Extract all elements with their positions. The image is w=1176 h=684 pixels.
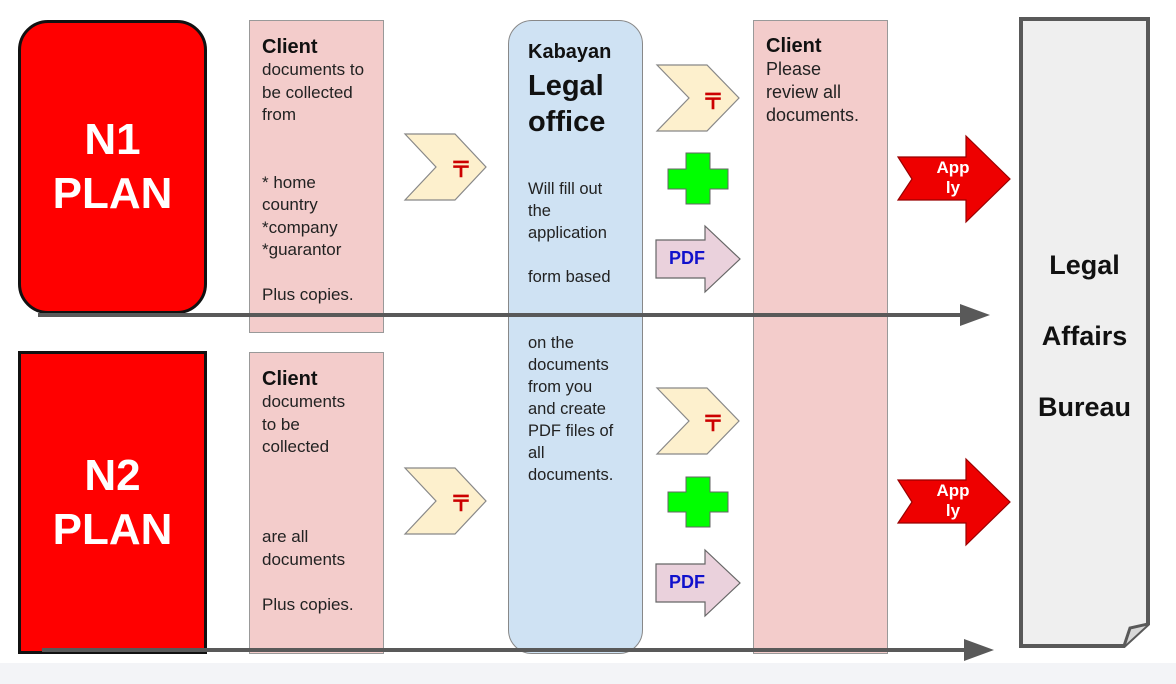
legal-affairs-bureau-label: Legal Affairs Bureau [1037, 250, 1132, 422]
apply-arrow-1 [896, 134, 1011, 224]
client-heading: Client [262, 368, 318, 390]
mail-icon: 〒 [449, 157, 472, 182]
legal-office-name-large: Legal office [528, 70, 606, 138]
legal-office-name-small: Kabayan [528, 41, 612, 63]
client-heading: Client [262, 36, 318, 58]
pdf-label: PDF [669, 248, 705, 268]
client-review-text: Please review all documents. [766, 59, 860, 125]
pdf-arrow-2 [655, 548, 741, 618]
n2-plan-box: N2 PLAN [18, 351, 207, 654]
mail-chevron-4 [655, 387, 740, 455]
client-review-box: Client Please review all documents. [753, 20, 888, 654]
mail-chevron-2 [403, 467, 487, 535]
pdf-arrow-1 [655, 224, 741, 294]
green-plus-1 [667, 152, 729, 205]
apply-arrow-2 [896, 457, 1011, 547]
mail-chevron-1 [403, 133, 487, 201]
n1-plan-box: N1 PLAN [18, 20, 207, 314]
legal-office-box: Kabayan Legal office Will fill out the a… [508, 20, 643, 654]
client-documents-text: documents to be collected are all docume… [262, 392, 354, 614]
client-documents-box-n2: Client documents to be collected are all… [249, 352, 384, 654]
client-documents-box-n1: Client documents to be collected from * … [249, 20, 384, 333]
mail-chevron-3 [655, 64, 740, 132]
pdf-label: PDF [669, 572, 705, 592]
mail-icon: 〒 [701, 89, 724, 114]
client-review-heading: Client [766, 35, 822, 57]
apply-label: App ly [936, 158, 970, 197]
apply-label: App ly [936, 481, 970, 520]
bureau-page-curl [1122, 622, 1149, 647]
client-documents-text: documents to be collected from * home co… [262, 60, 365, 304]
legal-office-description: Will fill out the application form based… [528, 180, 614, 484]
mail-icon: 〒 [449, 491, 472, 516]
mail-icon: 〒 [701, 411, 724, 436]
green-plus-2 [667, 476, 729, 528]
